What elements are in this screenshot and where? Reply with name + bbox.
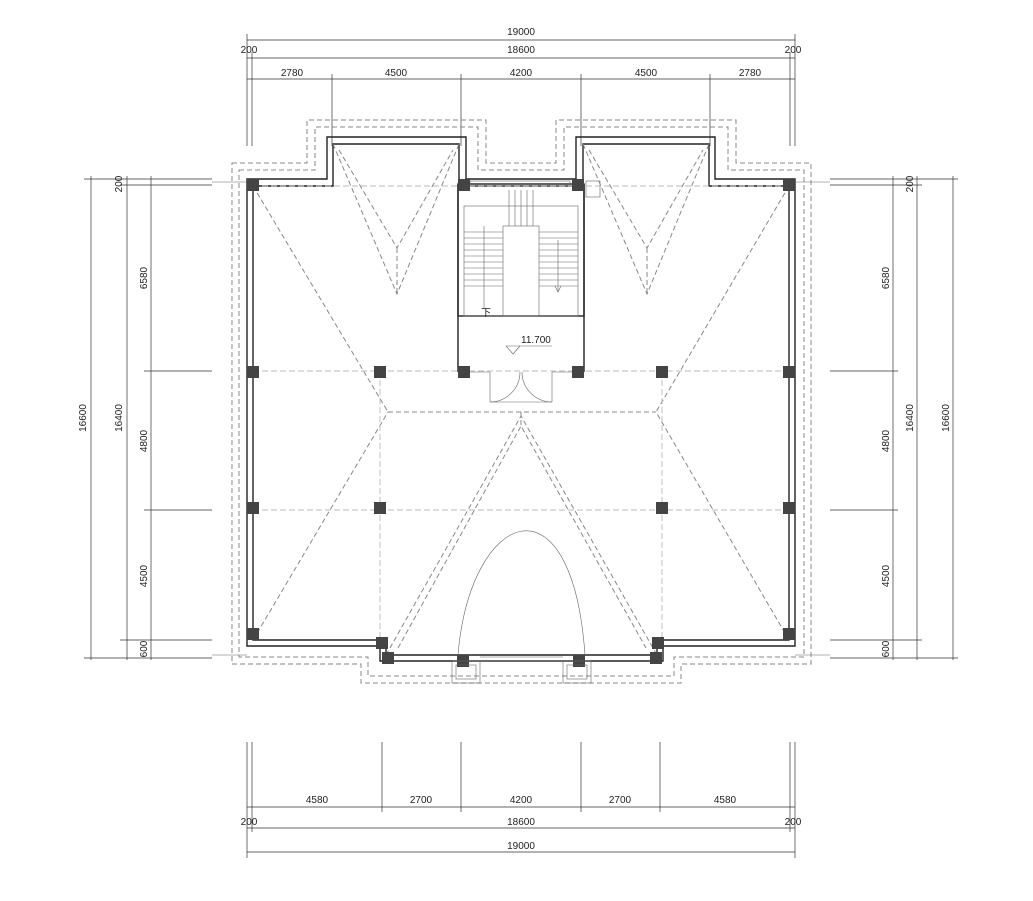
left-edge-bottom-dim: 600 (139, 640, 150, 657)
bottom-bay-2-dim: 2700 (410, 795, 433, 806)
elevation-marker: 11.700 (505, 335, 552, 355)
staircase: 下 (457, 180, 601, 373)
top-bay-1-dim: 2780 (281, 68, 304, 79)
stair-arrow-head (554, 285, 562, 293)
stair-direction-label: 下 (481, 308, 491, 319)
bottom-overall-dim: 19000 (507, 841, 535, 852)
right-bay-3-dim: 4500 (881, 564, 892, 587)
bottom-edge-right-dim: 200 (785, 817, 802, 828)
roof-ridge-lines (252, 143, 790, 656)
left-inner-dim: 16400 (114, 404, 125, 432)
left-edge-top-dim: 200 (114, 175, 125, 192)
structural-columns (247, 179, 795, 667)
stair-treads (463, 190, 579, 317)
top-bay-2-dim: 4500 (385, 68, 408, 79)
porch-details (451, 656, 592, 684)
side-extension-lines (212, 181, 830, 656)
top-inner-dim: 18600 (507, 45, 535, 56)
left-bay-2-dim: 4800 (139, 429, 150, 452)
right-inner-dim: 16400 (905, 404, 916, 432)
right-bay-1-dim: 6580 (881, 266, 892, 289)
elevation-label: 11.700 (521, 335, 551, 346)
vent-shaft (585, 180, 601, 198)
top-bay-4-dim: 4500 (635, 68, 658, 79)
bottom-dimension-group: 4580 2700 4200 2700 4580 200 18600 200 1… (241, 742, 802, 858)
top-edge-left-dim: 200 (241, 45, 258, 56)
arch-window (457, 530, 586, 656)
bottom-bay-1-dim: 4580 (306, 795, 329, 806)
top-overall-dim: 19000 (507, 27, 535, 38)
bottom-edge-left-dim: 200 (241, 817, 258, 828)
left-dimension-group: 16600 16400 200 600 6580 4800 4500 (78, 175, 212, 660)
bottom-inner-dim: 18600 (507, 817, 535, 828)
stair-exit-door (489, 371, 553, 403)
bottom-bay-3-dim: 4200 (510, 795, 533, 806)
right-edge-top-dim: 200 (905, 175, 916, 192)
top-bay-5-dim: 2780 (739, 68, 762, 79)
left-bay-3-dim: 4500 (139, 564, 150, 587)
bottom-bay-4-dim: 2700 (609, 795, 632, 806)
roof-eave-outline (231, 119, 812, 684)
top-dimension-group: 19000 18600 200 200 2780 4500 4200 4500 … (241, 27, 802, 146)
top-edge-right-dim: 200 (785, 45, 802, 56)
right-bay-2-dim: 4800 (881, 429, 892, 452)
left-bay-1-dim: 6580 (139, 266, 150, 289)
right-dimension-group: 6580 4800 4500 600 16400 200 16600 (830, 175, 958, 660)
bottom-bay-5-dim: 4580 (714, 795, 737, 806)
left-overall-dim: 16600 (78, 404, 89, 432)
right-overall-dim: 16600 (941, 404, 952, 432)
top-bay-3-dim: 4200 (510, 68, 533, 79)
right-edge-bottom-dim: 600 (881, 640, 892, 657)
